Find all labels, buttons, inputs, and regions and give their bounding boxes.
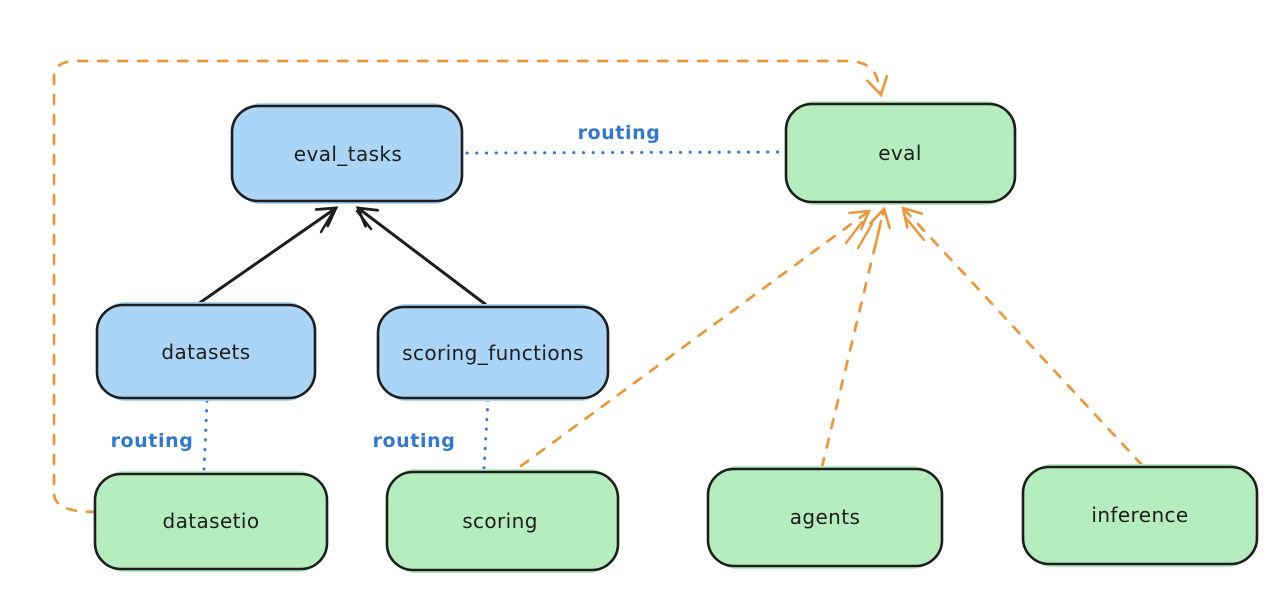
node-datasetio: datasetio xyxy=(93,471,329,572)
node-scoring-box xyxy=(385,470,620,572)
routing-label-datasetio: routing xyxy=(111,430,194,452)
node-agents: agents xyxy=(706,466,944,569)
node-datasets: datasets xyxy=(95,302,317,401)
node-scoring-functions-label: scoring_functions xyxy=(402,341,584,365)
node-eval-box xyxy=(784,102,1017,204)
node-inference-label: inference xyxy=(1091,503,1188,527)
routing-label-scoring: routing xyxy=(373,430,456,452)
node-agents-box xyxy=(706,467,944,568)
node-datasets-box xyxy=(95,303,317,400)
sketch-arrowhead-accents-orange xyxy=(844,216,926,250)
node-scoring-label: scoring xyxy=(462,509,538,533)
node-datasetio-label: datasetio xyxy=(162,509,259,533)
edge-inference-to-eval xyxy=(901,206,1144,467)
node-eval: eval xyxy=(784,101,1017,205)
edge-datasets-to-datasetio-routing xyxy=(202,399,209,473)
edge-agents-to-eval xyxy=(820,206,892,469)
edge-scoring-functions-to-eval-tasks xyxy=(355,206,487,306)
node-inference: inference xyxy=(1021,464,1259,567)
node-scoring-functions-box xyxy=(376,305,610,400)
edge-datasets-to-eval-tasks xyxy=(196,206,339,306)
sketch-arrowhead-accents-black xyxy=(319,209,373,234)
edge-eval-tasks-to-eval-routing xyxy=(465,150,785,155)
node-scoring: scoring xyxy=(385,469,620,573)
node-datasetio-box xyxy=(93,472,329,571)
edge-datasetio-to-eval xyxy=(52,59,889,514)
edge-scoring-functions-to-scoring-routing xyxy=(482,398,490,471)
node-agents-label: agents xyxy=(790,505,861,529)
edge-scoring-to-eval xyxy=(519,209,872,468)
node-datasets-label: datasets xyxy=(161,340,250,364)
node-scoring-functions: scoring_functions xyxy=(376,304,610,401)
node-eval-label: eval xyxy=(878,141,922,165)
routing-label-top: routing xyxy=(578,122,661,144)
node-eval-tasks-box xyxy=(230,104,464,203)
node-eval-tasks-label: eval_tasks xyxy=(294,142,402,166)
node-inference-box xyxy=(1021,465,1259,566)
node-eval-tasks: eval_tasks xyxy=(230,103,464,204)
